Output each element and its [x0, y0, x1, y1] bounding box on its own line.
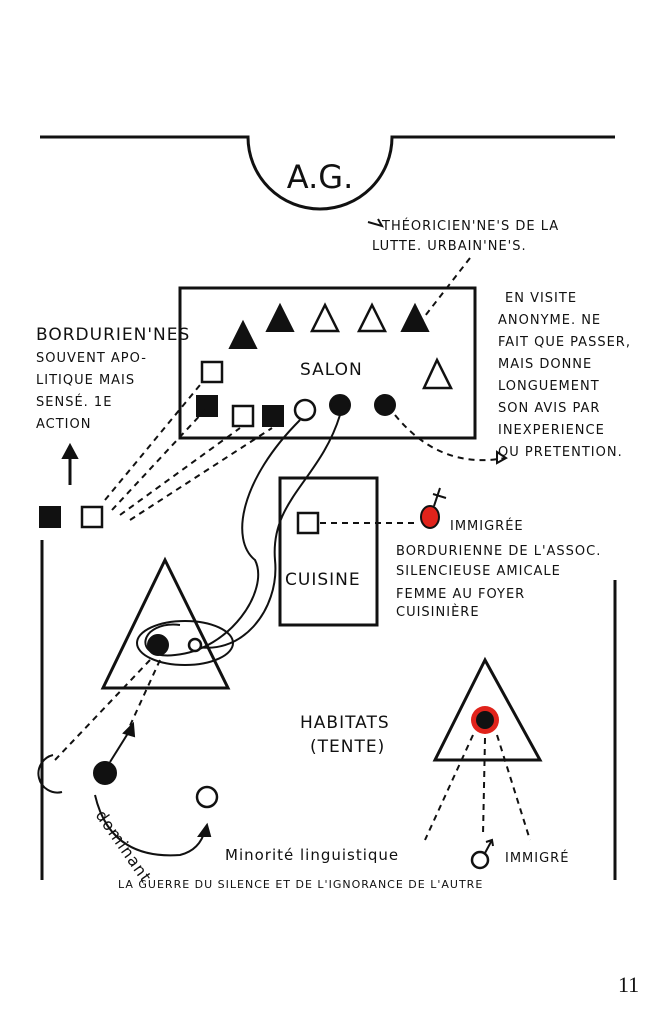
filled-square: [196, 395, 218, 417]
connector: [119, 427, 241, 516]
immigree-red-circle: [420, 505, 440, 529]
connector: [394, 414, 506, 462]
arrow-icon: [367, 218, 385, 228]
filled-circle: [476, 711, 494, 729]
tent-triangle: [432, 656, 543, 762]
theoriciens-label-line1: Théoricien'ne's de la: [381, 218, 559, 234]
filled-triangle: [228, 319, 258, 349]
female-symbol-icon: [432, 487, 447, 507]
bordurienne-line: femme au foyer: [396, 587, 525, 602]
habitats-label-line1: Habitats: [300, 713, 390, 733]
moon-icon: [37, 754, 63, 794]
tent-triangle: [100, 556, 231, 690]
filled-circle: [374, 394, 396, 416]
visite-line: fait que passer,: [498, 335, 631, 350]
open-triangle: [422, 357, 454, 390]
dominant-arrow: [94, 794, 206, 857]
visite-line: En visite: [505, 291, 577, 306]
connector: [482, 737, 486, 836]
group-circle: [136, 620, 234, 666]
open-square: [200, 360, 224, 384]
visite-line: inexperience: [498, 423, 605, 438]
page-number: 11: [618, 972, 639, 997]
open-triangle: [356, 302, 388, 333]
filled-square: [262, 405, 284, 427]
arrow-icon: [197, 822, 212, 837]
cuisine-label: Cuisine: [285, 570, 361, 590]
borduriens-line: Bordurien'nes: [36, 325, 190, 345]
open-square: [231, 404, 255, 428]
connector: [129, 427, 273, 521]
visite-line: son avis par: [498, 401, 600, 416]
minorite-label: Minorité linguistique: [225, 846, 399, 864]
cuisine-room: [278, 476, 379, 627]
visite-line: anonyme. Ne: [498, 313, 601, 328]
immigre-label: Immigré: [505, 850, 569, 866]
connector: [424, 734, 474, 841]
theoriciens-label-line2: Lutte. Urbain'ne's.: [372, 239, 527, 254]
connector: [104, 384, 201, 501]
assembly-boundary: [40, 135, 615, 211]
filled-circle: [147, 634, 169, 656]
open-circle: [187, 637, 203, 653]
bordurienne-line: cuisinière: [396, 604, 480, 620]
open-square: [80, 505, 104, 529]
open-circle: [293, 398, 317, 422]
connector: [127, 659, 161, 731]
borduriens-label: Bordurien'nes Souvent apo- litique mais …: [36, 325, 190, 432]
arrow-icon: [122, 721, 136, 738]
immigree-label: immigrée: [450, 518, 524, 534]
borduriens-line: action: [36, 417, 91, 432]
arrow-up-icon: [61, 442, 79, 459]
connector: [496, 734, 531, 841]
filled-circle: [93, 761, 117, 785]
male-symbol-icon: [470, 850, 490, 870]
filled-circle: [329, 394, 351, 416]
borduriens-line: litique mais: [36, 373, 135, 388]
arrow-icon: [109, 729, 131, 763]
salon-room: [178, 286, 477, 440]
connector: [54, 659, 151, 761]
open-circle: [195, 785, 219, 809]
ag-title: A.G.: [287, 158, 353, 196]
borduriens-line: Souvent apo-: [36, 351, 147, 366]
habitats-label-line2: (Tente): [310, 737, 385, 757]
connector: [144, 419, 301, 657]
filled-triangle: [265, 302, 295, 332]
visite-line: mais donne: [498, 357, 592, 372]
guerre-caption: La guerre du silence et de l'ignorance d…: [118, 878, 483, 891]
open-square: [296, 511, 320, 535]
bordurienne-line: Bordurienne de l'assoc.: [396, 544, 601, 559]
male-symbol-icon: [484, 838, 494, 854]
borduriens-line: sensé. 1e: [36, 394, 112, 410]
connector: [111, 409, 206, 511]
arrow-icon: [496, 450, 508, 465]
filled-square: [39, 506, 61, 528]
visite-label: En visite anonyme. Ne fait que passer, m…: [498, 291, 631, 460]
open-triangle: [309, 302, 341, 333]
connector: [417, 257, 471, 326]
bordurienne-assoc-label: Bordurienne de l'assoc. silencieuse amic…: [396, 544, 601, 620]
dominant-label: dominant: [92, 806, 156, 886]
bordurienne-line: silencieuse amicale: [396, 564, 561, 579]
salon-label: Salon: [300, 360, 363, 380]
visite-line: ou pretention.: [498, 445, 623, 460]
filled-triangle: [400, 302, 430, 332]
visite-line: longuement: [498, 379, 600, 394]
